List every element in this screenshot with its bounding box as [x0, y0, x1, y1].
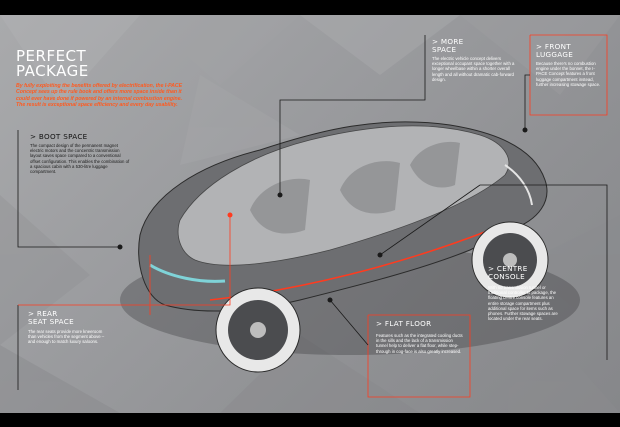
- polygon-pattern: [0, 15, 620, 413]
- more-space-heading-line-1: > MORE: [432, 37, 464, 46]
- car-body: [138, 121, 548, 312]
- title-line-1: PERFECT: [16, 47, 87, 65]
- letterbox-top: [0, 0, 620, 15]
- flat-floor-heading: > FLAT FLOOR: [376, 319, 432, 328]
- letterbox-bottom: [0, 413, 620, 427]
- more-space-heading-line-2: SPACE: [432, 45, 457, 54]
- rear-seat-space-heading-line-1: > REAR: [28, 309, 58, 318]
- front-luggage-body: Because there's no combustion engine und…: [536, 61, 601, 87]
- centre-console-body: With no transmission tunnel or tradition…: [488, 285, 558, 322]
- title-line-2: PACKAGE: [16, 62, 89, 80]
- centre-console-heading: > CENTRE CONSOLE: [488, 265, 568, 281]
- centre-console-heading-line-2: CONSOLE: [488, 272, 525, 281]
- car-illustration: [0, 15, 620, 413]
- front-luggage-heading-line-1: > FRONT: [536, 42, 571, 51]
- rear-wheel: [215, 287, 301, 373]
- front-wheel: [471, 221, 549, 299]
- more-space-heading: > MORE SPACE: [432, 38, 502, 54]
- callout-lines: [17, 34, 608, 398]
- flat-floor-body: Features such as the integrated cooling …: [376, 333, 463, 354]
- more-space-body: The electric vehicle concept delivers ex…: [432, 56, 515, 82]
- centre-console-heading-line-1: > CENTRE: [488, 264, 528, 273]
- infographic-canvas: PERFECT PACKAGE By fully exploiting the …: [0, 15, 620, 413]
- rear-seat-space-heading: > REAR SEAT SPACE: [28, 310, 108, 326]
- rear-seat-space-body: The rear seats provide more kneeroom tha…: [28, 329, 105, 345]
- front-luggage-heading: > FRONT LUGGAGE: [536, 43, 604, 59]
- front-luggage-heading-line-2: LUGGAGE: [536, 50, 574, 59]
- rear-seat-space-heading-line-2: SEAT SPACE: [28, 317, 74, 326]
- boot-space-body: The compact design of the permanent magn…: [30, 143, 130, 175]
- intro-paragraph: By fully exploiting the benefits offered…: [16, 83, 183, 108]
- page-title: PERFECT PACKAGE: [16, 49, 216, 79]
- boot-space-heading: > BOOT SPACE: [30, 132, 88, 141]
